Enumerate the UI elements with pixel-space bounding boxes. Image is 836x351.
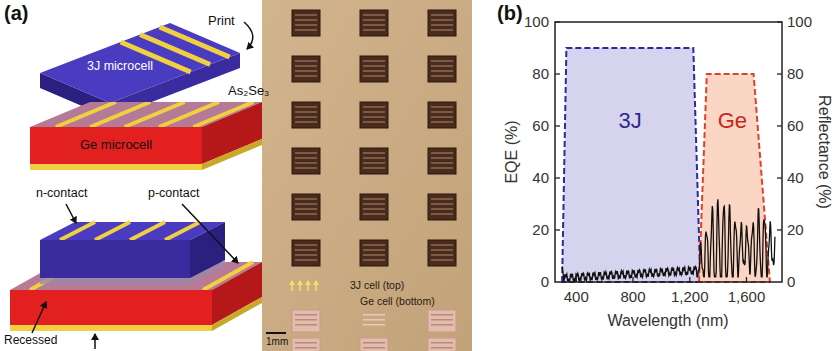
axis-tick-label: 800 (621, 288, 646, 305)
axis-tick-label: 100 (524, 13, 549, 30)
reflectance-curve (562, 199, 775, 281)
axis-tick-label: 100 (787, 13, 812, 30)
axis-tick-label: 1,200 (671, 288, 709, 305)
axis-tick-label: 20 (532, 221, 549, 238)
photo-label: 3J cell (top) (350, 279, 404, 291)
3j-eqe-region (562, 48, 700, 282)
axis-tick-label: 20 (787, 221, 804, 238)
n-contact-leader (66, 204, 76, 223)
axis-tick-label: 60 (787, 117, 804, 134)
axis-title: Reflectance (%) (815, 95, 833, 209)
ge-eqe-region (699, 74, 770, 282)
axis-title: EQE (%) (503, 120, 521, 183)
axis-tick-label: 0 (787, 273, 795, 290)
axis-title: Wavelength (nm) (607, 312, 728, 330)
recessed-leader (32, 302, 46, 333)
microcell-photo (262, 0, 472, 351)
assembled-stack (10, 222, 262, 331)
contact-leader (94, 334, 96, 349)
part-label: p-contact (148, 186, 199, 200)
part-label: Recessed (4, 334, 57, 348)
slab-label: Ge microcell (80, 138, 152, 153)
plot-frame (555, 22, 782, 282)
axis-tick-label: 400 (564, 288, 589, 305)
p-contact-leader (182, 204, 238, 263)
axis-tick-label: 0 (541, 273, 549, 290)
slab-label: 3J microcell (87, 59, 153, 73)
photo-label: Ge cell (bottom) (360, 295, 435, 307)
axis-tick-label: 60 (532, 117, 549, 134)
axis-ticks (555, 22, 782, 282)
axis-tick-label: 1,600 (728, 288, 766, 305)
axis-tick-label: 40 (787, 169, 804, 186)
part-label: n-contact (36, 186, 87, 200)
axis-tick-label: 80 (532, 65, 549, 82)
panel-label: (b) (497, 2, 523, 25)
region-label: Ge (718, 108, 747, 133)
region-label: 3J (619, 108, 642, 133)
scale-label: 1mm (266, 336, 288, 348)
ge-microcell-slab: Ge microcell (30, 102, 262, 177)
part-label: Print (208, 14, 235, 29)
axis-tick-label: 40 (532, 169, 549, 186)
print-arrow (244, 22, 253, 49)
axis-tick-label: 80 (787, 65, 804, 82)
material-label: As₂Se₃ (228, 84, 269, 99)
panel-label: (a) (4, 2, 28, 25)
